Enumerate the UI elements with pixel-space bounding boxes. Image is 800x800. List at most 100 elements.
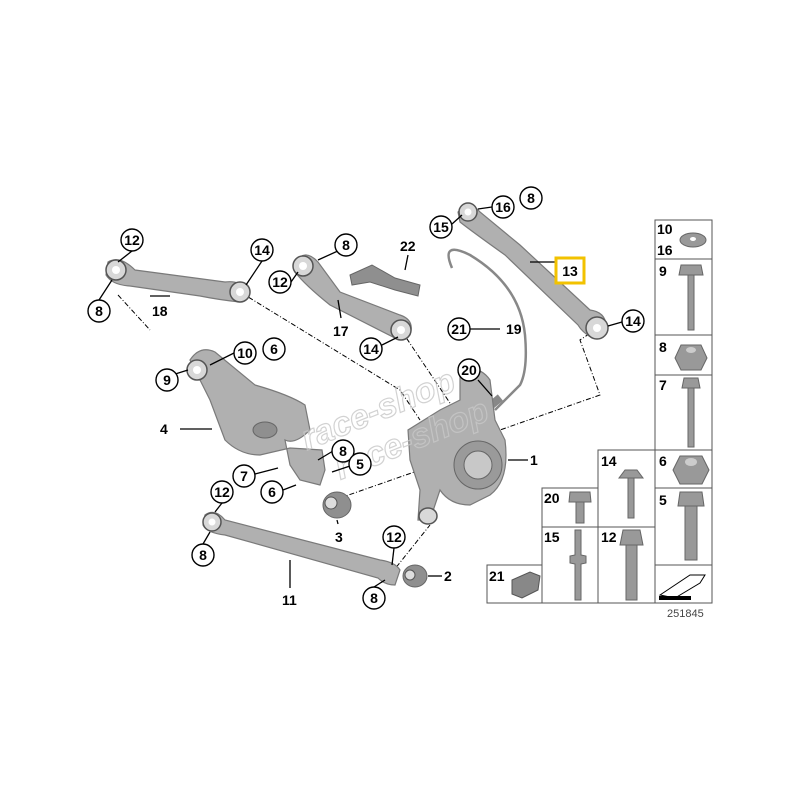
callout-15[interactable]: 15: [429, 215, 453, 239]
callout-14[interactable]: 14: [621, 309, 645, 333]
table-cell-9[interactable]: 9: [659, 263, 704, 331]
callout-12[interactable]: 12: [210, 480, 234, 504]
label-17[interactable]: 17: [333, 323, 349, 339]
assembly-dash-lines: [117, 291, 601, 576]
svg-text:12: 12: [272, 274, 288, 290]
control-arm-13: [457, 202, 609, 340]
callout-6[interactable]: 6: [260, 480, 284, 504]
callout-8[interactable]: 8: [362, 586, 386, 610]
svg-text:10: 10: [237, 345, 253, 361]
table-cell-7[interactable]: 7: [659, 377, 701, 448]
table-cell-14[interactable]: 14: [601, 453, 644, 519]
svg-text:6: 6: [659, 453, 667, 469]
callout-5[interactable]: 5: [348, 452, 372, 476]
svg-text:8: 8: [339, 443, 347, 459]
hardware-table: 10 16 9 8 7 6 5: [486, 219, 713, 604]
table-cell-15[interactable]: 15: [544, 529, 587, 601]
svg-text:12: 12: [601, 529, 617, 545]
control-arm-11: [202, 511, 428, 588]
leader-lines: [98, 206, 623, 588]
table-cell-6[interactable]: 6: [659, 453, 710, 485]
svg-text:6: 6: [270, 341, 278, 357]
svg-text:20: 20: [544, 490, 560, 506]
sensor-bracket-22: [349, 264, 421, 297]
callout-9[interactable]: 9: [155, 368, 179, 392]
bolt-icon: [677, 491, 705, 561]
callout-8[interactable]: 8: [191, 543, 215, 567]
nut-icon: [674, 344, 708, 371]
svg-text:12: 12: [386, 529, 402, 545]
callout-7[interactable]: 7: [232, 464, 256, 488]
table-cell-10-16[interactable]: 10 16: [657, 221, 707, 258]
view-direction-arrow-icon: [658, 574, 706, 600]
svg-text:8: 8: [527, 190, 535, 206]
svg-text:16: 16: [495, 199, 511, 215]
label-3[interactable]: 3: [335, 529, 343, 545]
callout-16[interactable]: 16: [491, 195, 515, 219]
rubber-mount-3: [322, 491, 352, 519]
svg-text:7: 7: [240, 468, 248, 484]
connector-clip-icon: [511, 571, 541, 599]
svg-text:8: 8: [659, 339, 667, 355]
svg-text:5: 5: [356, 456, 364, 472]
svg-text:14: 14: [601, 453, 617, 469]
callout-8[interactable]: 8: [519, 186, 543, 210]
svg-text:15: 15: [544, 529, 560, 545]
bolt-icon: [619, 529, 644, 601]
svg-text:9: 9: [659, 263, 667, 279]
svg-text:14: 14: [363, 341, 379, 357]
table-cell-20[interactable]: 20: [544, 490, 592, 524]
svg-text:20: 20: [461, 362, 477, 378]
callout-14[interactable]: 14: [359, 337, 383, 361]
callout-13-highlighted[interactable]: 13: [554, 256, 586, 285]
trailing-arm-4: [186, 349, 326, 486]
callout-12[interactable]: 12: [382, 525, 406, 549]
bolt-icon: [678, 264, 704, 331]
svg-text:21: 21: [451, 321, 467, 337]
svg-text:5: 5: [659, 492, 667, 508]
svg-text:10: 10: [657, 221, 673, 237]
callout-8[interactable]: 8: [334, 233, 358, 257]
bolt-icon: [681, 377, 701, 448]
label-1[interactable]: 1: [530, 452, 538, 468]
callout-20[interactable]: 20: [457, 358, 481, 382]
callout-6[interactable]: 6: [262, 337, 286, 361]
svg-text:21: 21: [489, 568, 505, 584]
svg-text:12: 12: [214, 484, 230, 500]
label-2[interactable]: 2: [444, 568, 452, 584]
svg-text:8: 8: [342, 237, 350, 253]
table-cell-21[interactable]: 21: [489, 568, 541, 599]
svg-text:13: 13: [562, 263, 578, 279]
bolt-icon: [618, 469, 644, 519]
svg-text:8: 8: [370, 590, 378, 606]
callouts: 12 14 8 18 8 12 22 17 14 15 16 8 13 14 2…: [87, 186, 645, 610]
control-arm-18: [105, 259, 251, 303]
label-19[interactable]: 19: [506, 321, 522, 337]
control-arm-17: [292, 254, 412, 341]
svg-text:8: 8: [199, 547, 207, 563]
svg-text:14: 14: [254, 242, 270, 258]
callout-10[interactable]: 10: [233, 341, 257, 365]
callout-14[interactable]: 14: [250, 238, 274, 262]
callout-8[interactable]: 8: [331, 439, 355, 463]
svg-text:15: 15: [433, 219, 449, 235]
svg-text:14: 14: [625, 313, 641, 329]
callout-12[interactable]: 12: [268, 270, 292, 294]
svg-text:16: 16: [657, 242, 673, 258]
wheel-carrier-1: [407, 368, 507, 525]
callout-8[interactable]: 8: [87, 299, 111, 323]
svg-text:6: 6: [268, 484, 276, 500]
stud-icon: [569, 529, 587, 601]
table-cell-8[interactable]: 8: [659, 339, 708, 371]
diagram-code: 251845: [667, 608, 704, 620]
label-18[interactable]: 18: [152, 303, 168, 319]
callout-12[interactable]: 12: [120, 228, 144, 252]
label-11[interactable]: 11: [282, 592, 297, 608]
label-22[interactable]: 22: [400, 238, 416, 254]
callout-21[interactable]: 21: [447, 317, 471, 341]
table-cell-12[interactable]: 12: [601, 529, 644, 601]
table-cell-5[interactable]: 5: [659, 491, 705, 561]
label-4[interactable]: 4: [160, 421, 168, 437]
